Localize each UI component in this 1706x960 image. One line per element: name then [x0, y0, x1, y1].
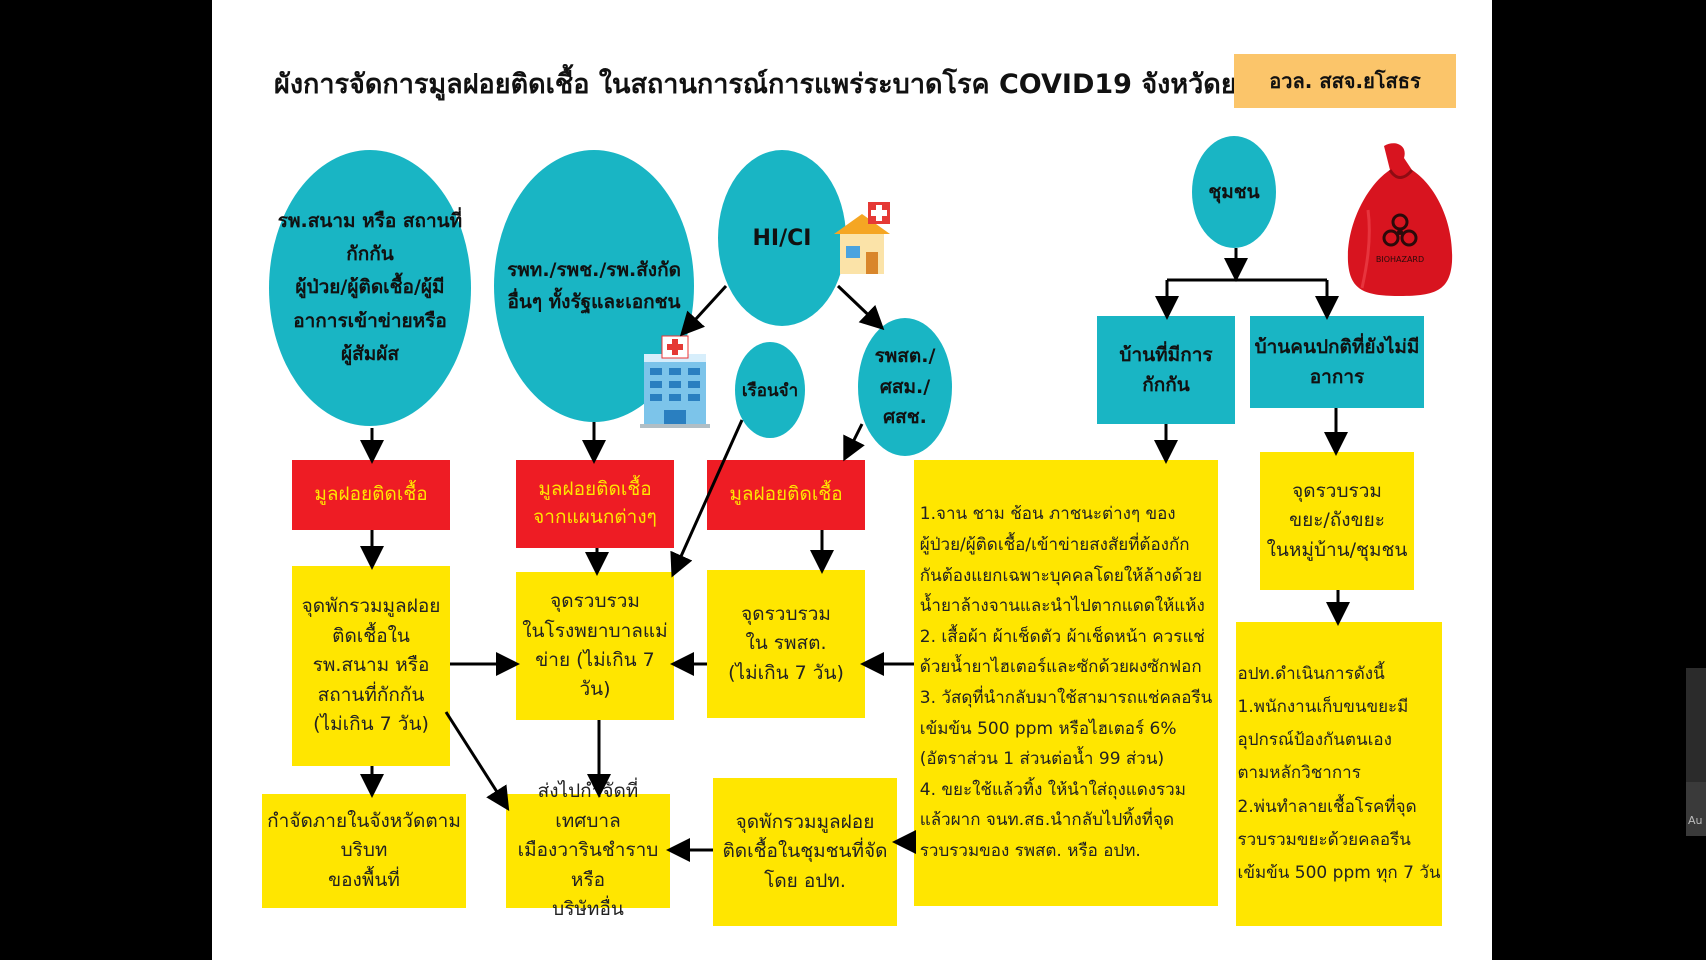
hospital-building-icon [640, 335, 710, 428]
red-box-waste-2: มูลฝอยติดเชื้อ จากแผนกต่างๆ [516, 460, 674, 548]
slide: ผังการจัดการมูลฝอยติดเชื้อ ในสถานการณ์กา… [212, 0, 1492, 960]
yellow-box-local-admin: อปท.ดำเนินการดังนี้ 1.พนักงานเก็บขนขยะมี… [1236, 622, 1442, 926]
teal-box-normal-home: บ้านคนปกติที่ยังไม่มี อาการ [1250, 316, 1424, 408]
yellow-box-collect-field: จุดพักรวมมูลฝอย ติดเชื้อใน รพ.สนาม หรือ … [292, 566, 450, 766]
circle-prison: เรือนจำ [735, 342, 805, 438]
yellow-box-dispose-local: กำจัดภายในจังหวัดตามบริบท ของพื้นที่ [262, 794, 466, 908]
circle-hici: HI/CI [718, 150, 846, 326]
red-box-waste-1: มูลฝอยติดเชื้อ [292, 460, 450, 530]
yellow-box-send-dispose: ส่งไปกำจัดที่เทศบาล เมืองวารินชำราบหรือ … [506, 780, 670, 920]
yellow-box-collect-rphst: จุดรวบรวม ใน รพสต. (ไม่เกิน 7 วัน) [707, 570, 865, 718]
house-with-cross-icon [834, 202, 890, 274]
yellow-box-collect-community: จุดพักรวมมูลฝอย ติดเชื้อในชุมชนที่จัด โด… [713, 778, 897, 926]
page-title: ผังการจัดการมูลฝอยติดเชื้อ ในสถานการณ์กา… [274, 69, 1299, 100]
yellow-box-collect-hospital: จุดรวบรวม ในโรงพยาบาลแม่ ข่าย (ไม่เกิน 7… [516, 572, 674, 720]
arrow-hici-to-rphst [836, 284, 885, 331]
biohazard-bag-icon: BIOHAZARD [1347, 143, 1453, 296]
circle-community: ชุมชน [1192, 136, 1276, 248]
side-panel-label[interactable]: Au [1686, 782, 1706, 836]
circle-rphst: รพสต./ ศสม./ศสช. [858, 318, 952, 456]
org-label: อวล. สสจ.ยโสธร [1234, 54, 1456, 108]
yellow-box-village-point: จุดรวบรวม ขยะ/ถังขยะ ในหมู่บ้าน/ชุมชน [1260, 452, 1414, 590]
teal-box-quarantine-home: บ้านที่มีการ กักกัน [1097, 316, 1235, 424]
circle-hospitals: รพท./รพช./รพ.สังกัด อื่นๆ ทั้งรัฐและเอกช… [494, 150, 694, 422]
yellow-box-instructions: 1.จาน ชาม ช้อน ภาชนะต่างๆ ของ ผู้ป่วย/ผู… [914, 460, 1218, 906]
red-box-waste-3: มูลฝอยติดเชื้อ [707, 460, 865, 530]
circle-field-hospital: รพ.สนาม หรือ สถานที่ กักกัน ผู้ป่วย/ผู้ต… [269, 150, 471, 426]
svg-text:BIOHAZARD: BIOHAZARD [1376, 255, 1424, 264]
arrow-collect-to-send [444, 711, 510, 812]
